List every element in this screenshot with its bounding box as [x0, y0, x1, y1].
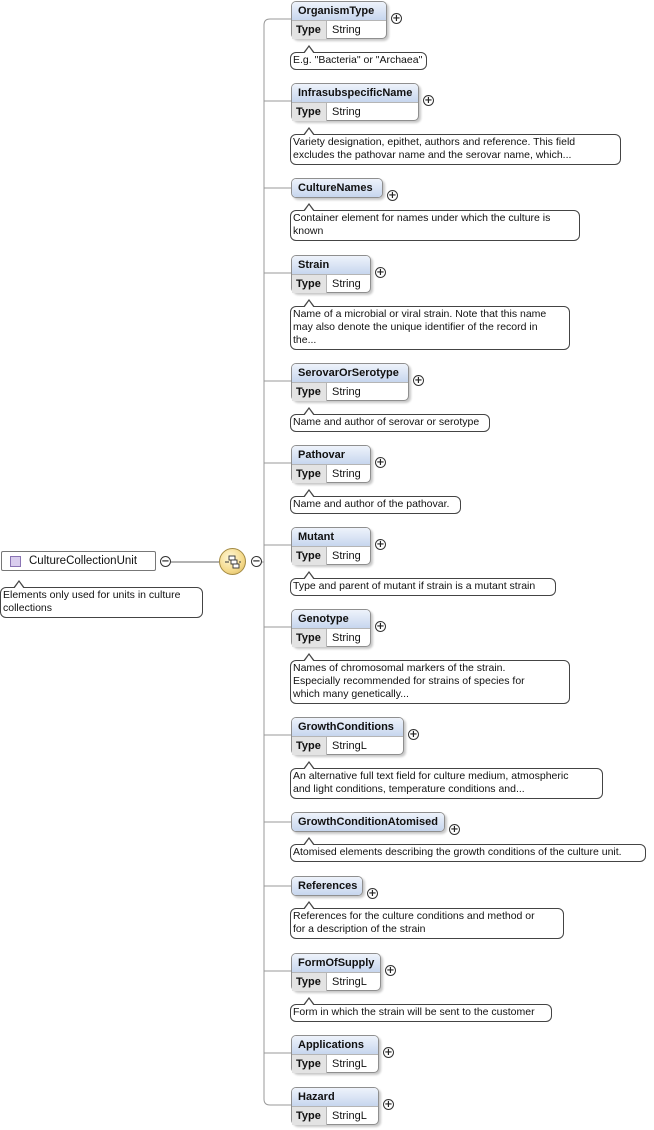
expand-toggle-icon[interactable]: + — [408, 729, 419, 740]
expand-toggle-icon[interactable]: + — [375, 539, 386, 550]
documentation-growth-conditions: An alternative full text field for cultu… — [290, 761, 603, 799]
type-value: String — [332, 106, 361, 118]
type-label: Type — [292, 1107, 327, 1125]
type-label: Type — [292, 103, 327, 121]
type-value: String — [332, 550, 361, 562]
documentation-serovar-or-serotype: Name and author of serovar or serotype — [290, 407, 490, 432]
element-name: Applications — [292, 1036, 378, 1054]
expand-toggle-icon[interactable]: + — [367, 888, 378, 899]
documentation-form-of-supply: Form in which the strain will be sent to… — [290, 997, 552, 1022]
documentation-organism-type: E.g. "Bacteria" or "Archaea" — [290, 45, 427, 70]
element-name: Mutant — [292, 528, 370, 546]
root-documentation: Elements only used for units in culture … — [0, 580, 203, 618]
expand-toggle-icon[interactable]: + — [387, 190, 398, 201]
expand-toggle-icon[interactable]: + — [449, 824, 460, 835]
element-name: GrowthConditionAtomised — [292, 813, 444, 831]
element-name: CultureNames — [292, 179, 382, 197]
root-element-name: CultureCollectionUnit — [29, 555, 138, 567]
element-name: References — [292, 877, 362, 895]
element-name: SerovarOrSerotype — [292, 364, 408, 382]
element-references[interactable]: References — [291, 876, 363, 896]
sequence-compositor[interactable] — [219, 548, 246, 575]
expand-toggle-icon[interactable]: + — [413, 375, 424, 386]
documentation-culture-names: Container element for names under which … — [290, 203, 580, 241]
documentation-infrasubspecific-name: Variety designation, epithet, authors an… — [290, 127, 621, 165]
type-label: Type — [292, 275, 327, 293]
element-name: OrganismType — [292, 2, 386, 20]
expand-toggle-icon[interactable]: + — [391, 13, 402, 24]
documentation-references: References for the culture conditions an… — [290, 901, 564, 939]
type-label: Type — [292, 21, 327, 39]
expand-toggle-icon[interactable]: + — [375, 457, 386, 468]
element-name: Hazard — [292, 1088, 378, 1106]
type-row: Type String — [292, 102, 418, 121]
documentation-pathovar: Name and author of the pathovar. — [290, 489, 461, 514]
root-element[interactable]: CultureCollectionUnit — [1, 551, 156, 571]
type-row: Type String — [292, 628, 370, 647]
type-row: Type StringL — [292, 1054, 378, 1073]
type-value: StringL — [332, 740, 367, 752]
type-label: Type — [292, 629, 327, 647]
sequence-trunk-line — [263, 18, 291, 1106]
documentation-genotype: Names of chromosomal markers of the stra… — [290, 653, 570, 704]
type-row: Type String — [292, 546, 370, 565]
expand-toggle-icon[interactable]: + — [375, 621, 386, 632]
type-label: Type — [292, 547, 327, 565]
documentation-strain: Name of a microbial or viral strain. Not… — [290, 299, 570, 350]
documentation-growth-condition-atomised: Atomised elements describing the growth … — [290, 837, 646, 862]
type-value: StringL — [332, 1058, 367, 1070]
sequence-compositor-icon — [225, 555, 241, 569]
collapse-toggle-icon[interactable]: − — [251, 556, 262, 567]
element-name: Pathovar — [292, 446, 370, 464]
type-value: StringL — [332, 976, 367, 988]
expand-toggle-icon[interactable]: + — [383, 1047, 394, 1058]
type-label: Type — [292, 383, 327, 401]
type-value: String — [332, 386, 361, 398]
element-name: GrowthConditions — [292, 718, 403, 736]
expand-toggle-icon[interactable]: + — [423, 95, 434, 106]
type-row: Type String — [292, 382, 408, 401]
element-culture-names[interactable]: CultureNames — [291, 178, 383, 198]
element-growth-condition-atomised[interactable]: GrowthConditionAtomised — [291, 812, 445, 832]
element-name: InfrasubspecificName — [292, 84, 418, 102]
type-row: Type StringL — [292, 972, 380, 991]
type-value: String — [332, 468, 361, 480]
type-label: Type — [292, 465, 327, 483]
type-value: String — [332, 278, 361, 290]
documentation-mutant: Type and parent of mutant if strain is a… — [290, 571, 556, 596]
element-name: FormOfSupply — [292, 954, 380, 972]
element-name: Strain — [292, 256, 370, 274]
type-label: Type — [292, 1055, 327, 1073]
type-row: Type String — [292, 464, 370, 483]
expand-toggle-icon[interactable]: + — [375, 267, 386, 278]
type-row: Type String — [292, 20, 386, 39]
expand-toggle-icon[interactable]: + — [383, 1099, 394, 1110]
collapse-toggle-icon[interactable]: − — [160, 556, 171, 567]
type-value: String — [332, 24, 361, 36]
type-value: StringL — [332, 1110, 367, 1122]
expand-toggle-icon[interactable]: + — [385, 965, 396, 976]
element-name: Genotype — [292, 610, 370, 628]
type-row: Type String — [292, 274, 370, 293]
type-label: Type — [292, 973, 327, 991]
type-value: String — [332, 632, 361, 644]
type-row: Type StringL — [292, 1106, 378, 1125]
element-marker-icon — [10, 555, 21, 567]
type-row: Type StringL — [292, 736, 403, 755]
type-label: Type — [292, 737, 327, 755]
